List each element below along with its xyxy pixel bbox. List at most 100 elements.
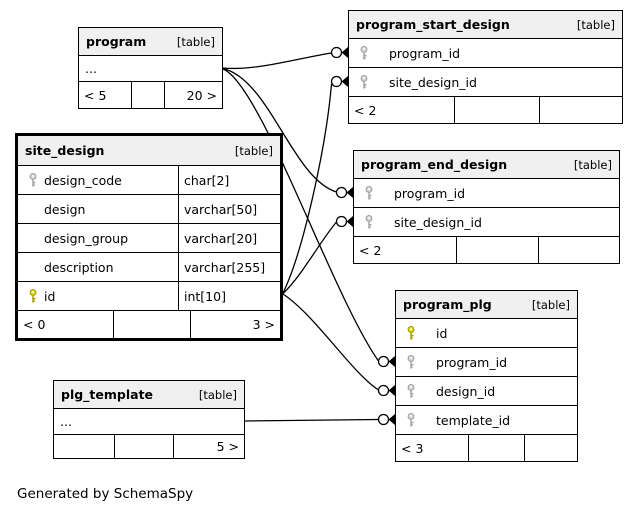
column-name-cell: description (18, 253, 178, 281)
column-type: int[10] (178, 282, 280, 310)
fk-arrowhead-icon (341, 76, 348, 87)
table-header-program_start_design[interactable]: program_start_design [table] (349, 11, 622, 39)
column-row-description: description varchar[255] (18, 253, 280, 282)
column-name-cell: design (18, 195, 178, 223)
column-row-design_group: design_group varchar[20] (18, 224, 280, 253)
column-name-cell: design_group (18, 224, 178, 252)
table-footer: 5 > (54, 435, 244, 458)
column-name: description (44, 259, 114, 275)
foreign-key-icon (359, 75, 369, 90)
column-name-cell: site_design_id (354, 208, 619, 236)
column-row-program_id: program_id (354, 179, 619, 208)
column-type: varchar[20] (178, 224, 280, 252)
column-type: varchar[255] (178, 253, 280, 281)
footer-cell-2: 3 > (190, 311, 280, 338)
footer-cell-2: 5 > (173, 435, 244, 458)
relationship-line-site_design.id-to-program_plg.design_id (282, 293, 379, 391)
table-header-program[interactable]: program[table] (79, 28, 222, 56)
fk-arrowhead-icon (388, 356, 395, 367)
footer-cell-0: < 0 (23, 317, 46, 332)
column-row-id: id int[10] (18, 282, 280, 311)
column-name: site_design_id (394, 214, 482, 230)
column-row-program_id: program_id (396, 348, 577, 377)
elided-columns-label: ... (60, 414, 72, 429)
fk-endpoint-circle-icon (330, 75, 343, 88)
footer-cell-1 (456, 237, 538, 263)
column-name: program_id (436, 354, 508, 370)
table-title: program_end_design (361, 157, 508, 172)
footer-cell-1 (113, 311, 190, 338)
fk-arrowhead-icon (346, 216, 353, 227)
fk-endpoint-circle-icon (330, 46, 343, 59)
footer-cell-2 (524, 435, 577, 461)
footer-cell-0: < 3 (401, 440, 424, 456)
column-name-cell: design_id (396, 377, 577, 405)
fk-arrowhead-icon (346, 187, 353, 198)
fk-arrowhead-icon (341, 47, 348, 58)
relationship-line-program-to-program_start_design.program_id (222, 52, 332, 70)
column-name: program_id (394, 185, 466, 201)
table-title: program_start_design (356, 17, 510, 32)
column-name: id (44, 288, 56, 304)
table-footer: < 2 (354, 237, 619, 263)
table-type-badge: [table] (576, 17, 615, 32)
foreign-key-icon (364, 215, 374, 230)
table-type-badge: [table] (234, 143, 273, 158)
table-type-badge: [table] (176, 34, 215, 49)
table-program_end_design[interactable]: program_end_design [table] program_id site_… (353, 150, 620, 264)
column-name-cell: site_design_id (349, 68, 622, 96)
table-header-program_end_design[interactable]: program_end_design [table] (354, 151, 619, 179)
foreign-key-icon (406, 413, 416, 428)
footer-cell-1 (114, 435, 173, 458)
footer-cell-1 (131, 82, 164, 108)
table-header-site_design[interactable]: site_design[table] (18, 136, 280, 166)
fk-endpoint-circle-icon (335, 215, 348, 228)
fk-endpoint-circle-icon (335, 186, 348, 199)
foreign-key-icon (406, 384, 416, 399)
relationship-line-site_design.id-to-program_end_design.site_design_id (282, 221, 337, 294)
column-name: site_design_id (389, 74, 477, 90)
relationship-line-plg_template-to-program_plg.template_id (244, 418, 379, 422)
relationship-line-program-to-program_end_design.program_id (222, 67, 337, 193)
footer-cell-0 (54, 435, 114, 458)
footer-cell-2: 20 > (164, 82, 222, 108)
table-footer: < 2 (349, 97, 622, 123)
elided-columns-row: ... (54, 409, 244, 435)
column-name-cell: id (18, 282, 178, 310)
column-name-cell: id (396, 319, 577, 347)
table-header-plg_template[interactable]: plg_template[table] (54, 381, 244, 409)
column-type: char[2] (178, 166, 280, 194)
elided-columns-label: ... (85, 61, 97, 76)
table-footer: < 0 3 > (18, 311, 280, 338)
column-row-template_id: template_id (396, 406, 577, 435)
footer-cell-1 (468, 435, 524, 461)
table-plg_template[interactable]: plg_template[table]... 5 > (53, 380, 245, 459)
table-type-badge: [table] (198, 387, 237, 402)
foreign-key-icon (406, 355, 416, 370)
column-row-id: id (396, 319, 577, 348)
footer-cell-0: < 2 (359, 242, 382, 258)
column-name: design_id (436, 383, 496, 399)
column-name: template_id (436, 412, 511, 428)
column-name: design_group (44, 230, 129, 246)
column-row-design_id: design_id (396, 377, 577, 406)
column-row-site_design_id: site_design_id (354, 208, 619, 237)
table-type-badge: [table] (573, 157, 612, 172)
column-row-site_design_id: site_design_id (349, 68, 622, 97)
table-type-badge: [table] (531, 297, 570, 312)
column-name: design (44, 201, 86, 217)
column-name-cell: program_id (354, 179, 619, 207)
table-header-program_plg[interactable]: program_plg[table] (396, 291, 577, 319)
fk-arrowhead-icon (388, 414, 395, 425)
foreign-key-icon (364, 186, 374, 201)
footer-cell-0: < 2 (354, 102, 377, 118)
